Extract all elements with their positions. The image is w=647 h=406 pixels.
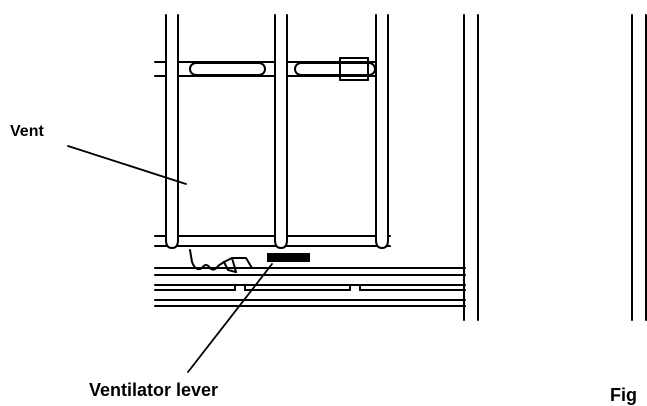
figure-caption: Fig [610, 385, 637, 405]
ventilator-lever [267, 253, 310, 262]
vent-hinge [189, 249, 253, 273]
vent-label: Vent [10, 123, 44, 140]
vent-panel [154, 14, 391, 249]
ventilator-lever-label: Ventilator lever [89, 380, 219, 400]
lever-leader-line [187, 263, 273, 373]
door-edge [463, 14, 647, 321]
frame-rails [154, 267, 466, 307]
vent-leader-line [67, 145, 187, 185]
